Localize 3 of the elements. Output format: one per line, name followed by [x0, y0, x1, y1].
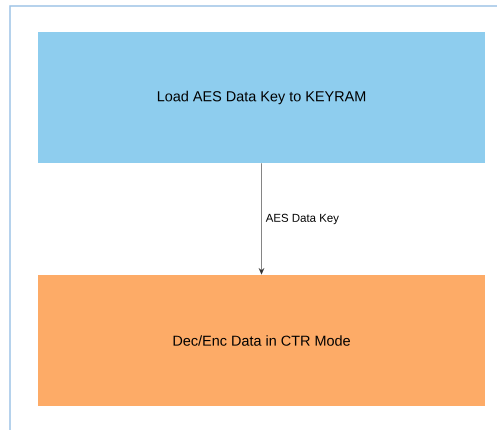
- process-box: Dec/Enc Data in CTR Mode: [38, 275, 485, 406]
- process-box: Load AES Data Key to KEYRAM: [38, 32, 485, 163]
- edge-label: AES Data Key: [264, 212, 340, 226]
